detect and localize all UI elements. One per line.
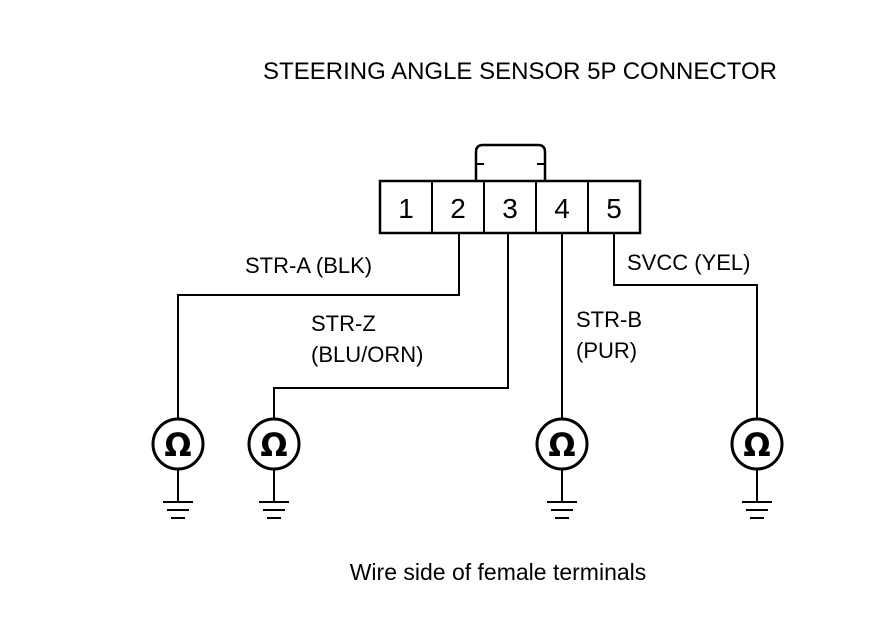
ground-icon xyxy=(163,469,193,519)
ohmmeter-icon: Ω xyxy=(730,417,784,471)
connector-body xyxy=(378,179,642,235)
ohmmeter-icon: Ω xyxy=(535,417,589,471)
pin-5-label: 5 xyxy=(606,193,622,224)
wire-str-z xyxy=(273,233,509,420)
svg-text:Ω: Ω xyxy=(260,426,287,464)
svg-text:Ω: Ω xyxy=(743,426,770,464)
ohmmeter-icon: Ω xyxy=(151,417,205,471)
pin-3-label: 3 xyxy=(502,193,518,224)
pin-4-label: 4 xyxy=(554,193,570,224)
wire-str-a xyxy=(177,233,460,420)
ohmmeter-icon: Ω xyxy=(247,417,301,471)
ground-icon xyxy=(259,469,289,519)
wire-label-svcc: SVCC (YEL) xyxy=(627,250,750,275)
wire-label-str-z-1: STR-Z xyxy=(311,311,376,336)
connector-5p: 1 2 3 4 5 xyxy=(378,179,642,235)
pin-1-label: 1 xyxy=(398,193,414,224)
svg-text:Ω: Ω xyxy=(164,426,191,464)
svg-text:Ω: Ω xyxy=(548,426,575,464)
pin-2-label: 2 xyxy=(450,193,466,224)
wire-label-str-a: STR-A (BLK) xyxy=(245,253,372,278)
wire-label-str-b-1: STR-B xyxy=(576,307,642,332)
wire-svcc xyxy=(613,233,758,420)
diagram-caption: Wire side of female terminals xyxy=(350,559,647,585)
diagram-title: STEERING ANGLE SENSOR 5P CONNECTOR xyxy=(263,58,777,85)
ground-icon xyxy=(547,469,577,519)
wire-label-str-b-2: (PUR) xyxy=(576,338,637,363)
ground-icon xyxy=(742,469,772,519)
wire-label-str-z-2: (BLU/ORN) xyxy=(311,342,423,367)
connector-latch xyxy=(474,143,547,181)
